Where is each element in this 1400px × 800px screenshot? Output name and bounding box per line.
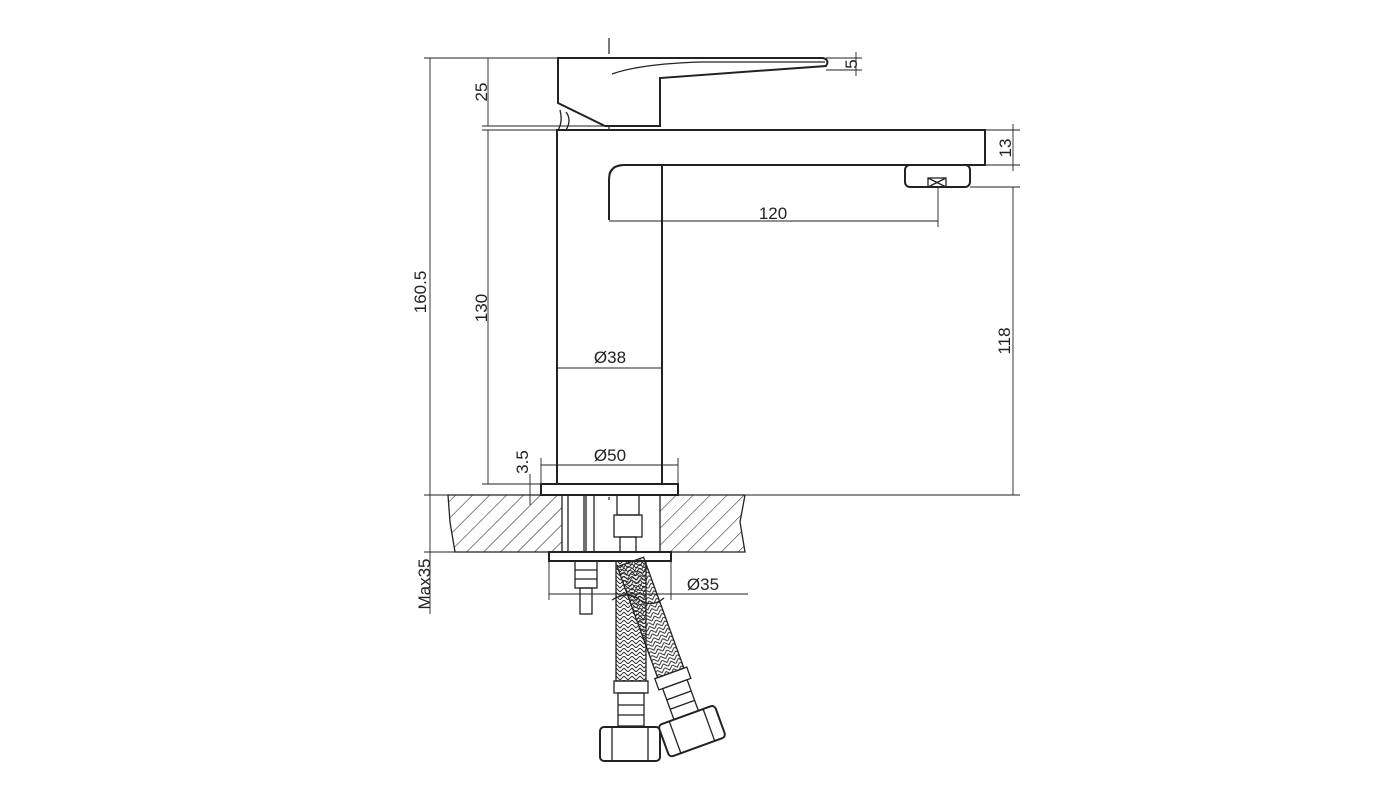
dim-lever-thickness: 5 (842, 59, 861, 68)
dim-body-height: 130 (472, 294, 491, 322)
dim-total-height: 160.5 (411, 271, 430, 314)
mounting-hardware (548, 494, 672, 615)
dimension-lines (424, 52, 1020, 614)
dim-base-diameter: Ø50 (594, 446, 626, 465)
dim-base-height: 3.5 (513, 450, 532, 474)
aerator (904, 164, 971, 188)
dim-handle-height: 25 (472, 83, 491, 102)
dim-hole-diameter: Ø35 (687, 575, 719, 594)
dim-outlet-height: 118 (995, 327, 1014, 354)
faucet-body (540, 129, 986, 496)
dim-spout-thickness: 13 (996, 139, 1015, 158)
dim-spout-reach: 120 (759, 204, 787, 223)
dim-max-counter-thickness: Max35 (415, 558, 434, 609)
dim-body-diameter: Ø38 (594, 348, 626, 367)
countertop (447, 494, 746, 553)
lever-handle (557, 57, 829, 131)
supply-hoses (599, 556, 726, 762)
